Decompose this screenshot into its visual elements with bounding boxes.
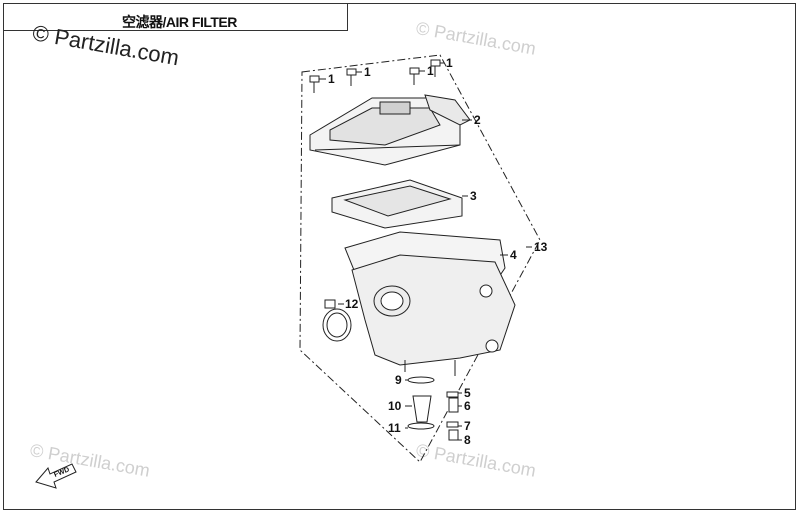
callout-6: 6 bbox=[464, 399, 471, 413]
callout-1: 1 bbox=[364, 65, 371, 79]
hose-clamp bbox=[322, 299, 352, 342]
callout-4: 4 bbox=[510, 248, 517, 262]
filter-element bbox=[331, 179, 463, 229]
callout-1: 1 bbox=[446, 56, 453, 70]
diagram-frame bbox=[3, 3, 796, 510]
callout-1: 1 bbox=[427, 64, 434, 78]
callout-12: 12 bbox=[345, 297, 359, 311]
diagram-title: 空滤器/AIR FILTER bbox=[122, 14, 237, 30]
callout-10: 10 bbox=[388, 399, 402, 413]
callout-13: 13 bbox=[534, 240, 548, 254]
callout-leaders bbox=[319, 62, 532, 441]
drain-parts bbox=[407, 376, 459, 441]
callout-2: 2 bbox=[474, 113, 481, 127]
bolt-part bbox=[309, 59, 441, 93]
air-filter-housing bbox=[344, 231, 516, 376]
callout-5: 5 bbox=[464, 386, 471, 400]
callout-11: 11 bbox=[388, 421, 401, 435]
callout-1: 1 bbox=[328, 72, 335, 86]
callout-7: 7 bbox=[464, 419, 471, 433]
callout-3: 3 bbox=[470, 189, 477, 203]
callout-9: 9 bbox=[395, 373, 402, 387]
air-filter-cover bbox=[309, 94, 471, 166]
callout-8: 8 bbox=[464, 433, 471, 447]
title-box: 空滤器/AIR FILTER bbox=[3, 3, 348, 31]
forward-arrow-icon: FWD bbox=[35, 463, 77, 489]
